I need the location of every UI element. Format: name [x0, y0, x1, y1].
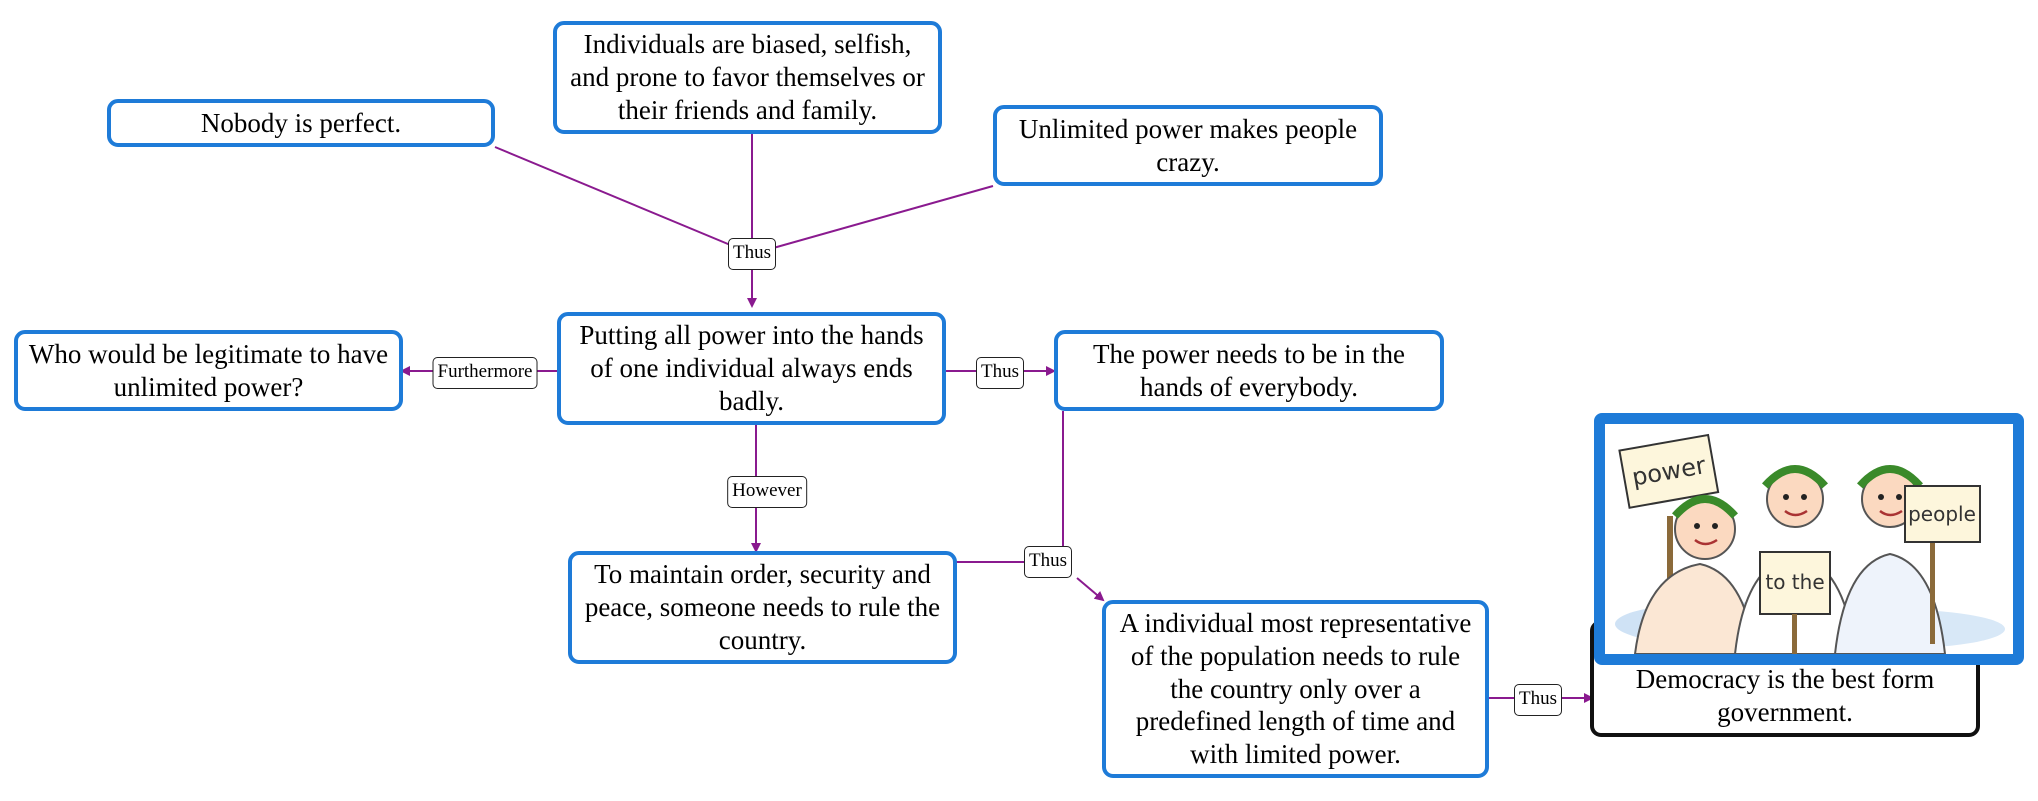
link-label-thus-top: Thus: [728, 238, 776, 270]
link-thus-to-representative: [1076, 577, 1105, 602]
node-representative-individual[interactable]: A individual most representative of the …: [1102, 600, 1489, 778]
node-power-everybody[interactable]: The power needs to be in the hands of ev…: [1054, 330, 1444, 411]
link-label-thus-bottom: Thus: [1514, 684, 1562, 716]
link-label-thus-right: Thus: [976, 357, 1024, 389]
node-text: To maintain order, security and peace, s…: [584, 559, 941, 655]
link-unlimited-to-thus: [751, 185, 994, 255]
node-text: Democracy is the best form government.: [1635, 664, 1935, 728]
sign-text-people: people: [1908, 502, 1976, 526]
node-text: The power needs to be in the hands of ev…: [1093, 338, 1405, 402]
node-text: Nobody is perfect.: [200, 107, 402, 138]
people-with-signs-icon: power to the: [1615, 433, 2005, 654]
node-who-legitimate[interactable]: Who would be legitimate to have unlimite…: [14, 330, 403, 411]
node-text: Putting all power into the hands of one …: [579, 320, 924, 416]
node-text: Individuals are biased, selfish, and pro…: [570, 29, 925, 125]
node-nobody-is-perfect[interactable]: Nobody is perfect.: [107, 99, 495, 147]
node-text: Who would be legitimate to have unlimite…: [28, 338, 389, 402]
node-text: Unlimited power makes people crazy.: [1018, 113, 1358, 177]
link-label-furthermore: Furthermore: [432, 357, 538, 389]
sign-text-to-the: to the: [1765, 570, 1824, 594]
link-label-thus-middle: Thus: [1024, 546, 1072, 578]
link-label-however: However: [727, 476, 807, 508]
node-maintain-order[interactable]: To maintain order, security and peace, s…: [568, 551, 957, 664]
node-putting-all-power[interactable]: Putting all power into the hands of one …: [557, 312, 946, 425]
node-individuals-biased[interactable]: Individuals are biased, selfish, and pro…: [553, 21, 942, 134]
link-nobody-to-thus: [494, 146, 753, 255]
node-text: A individual most representative of the …: [1119, 607, 1472, 770]
node-unlimited-power[interactable]: Unlimited power makes people crazy.: [993, 105, 1383, 186]
democracy-illustration: power to the: [1594, 413, 2024, 665]
